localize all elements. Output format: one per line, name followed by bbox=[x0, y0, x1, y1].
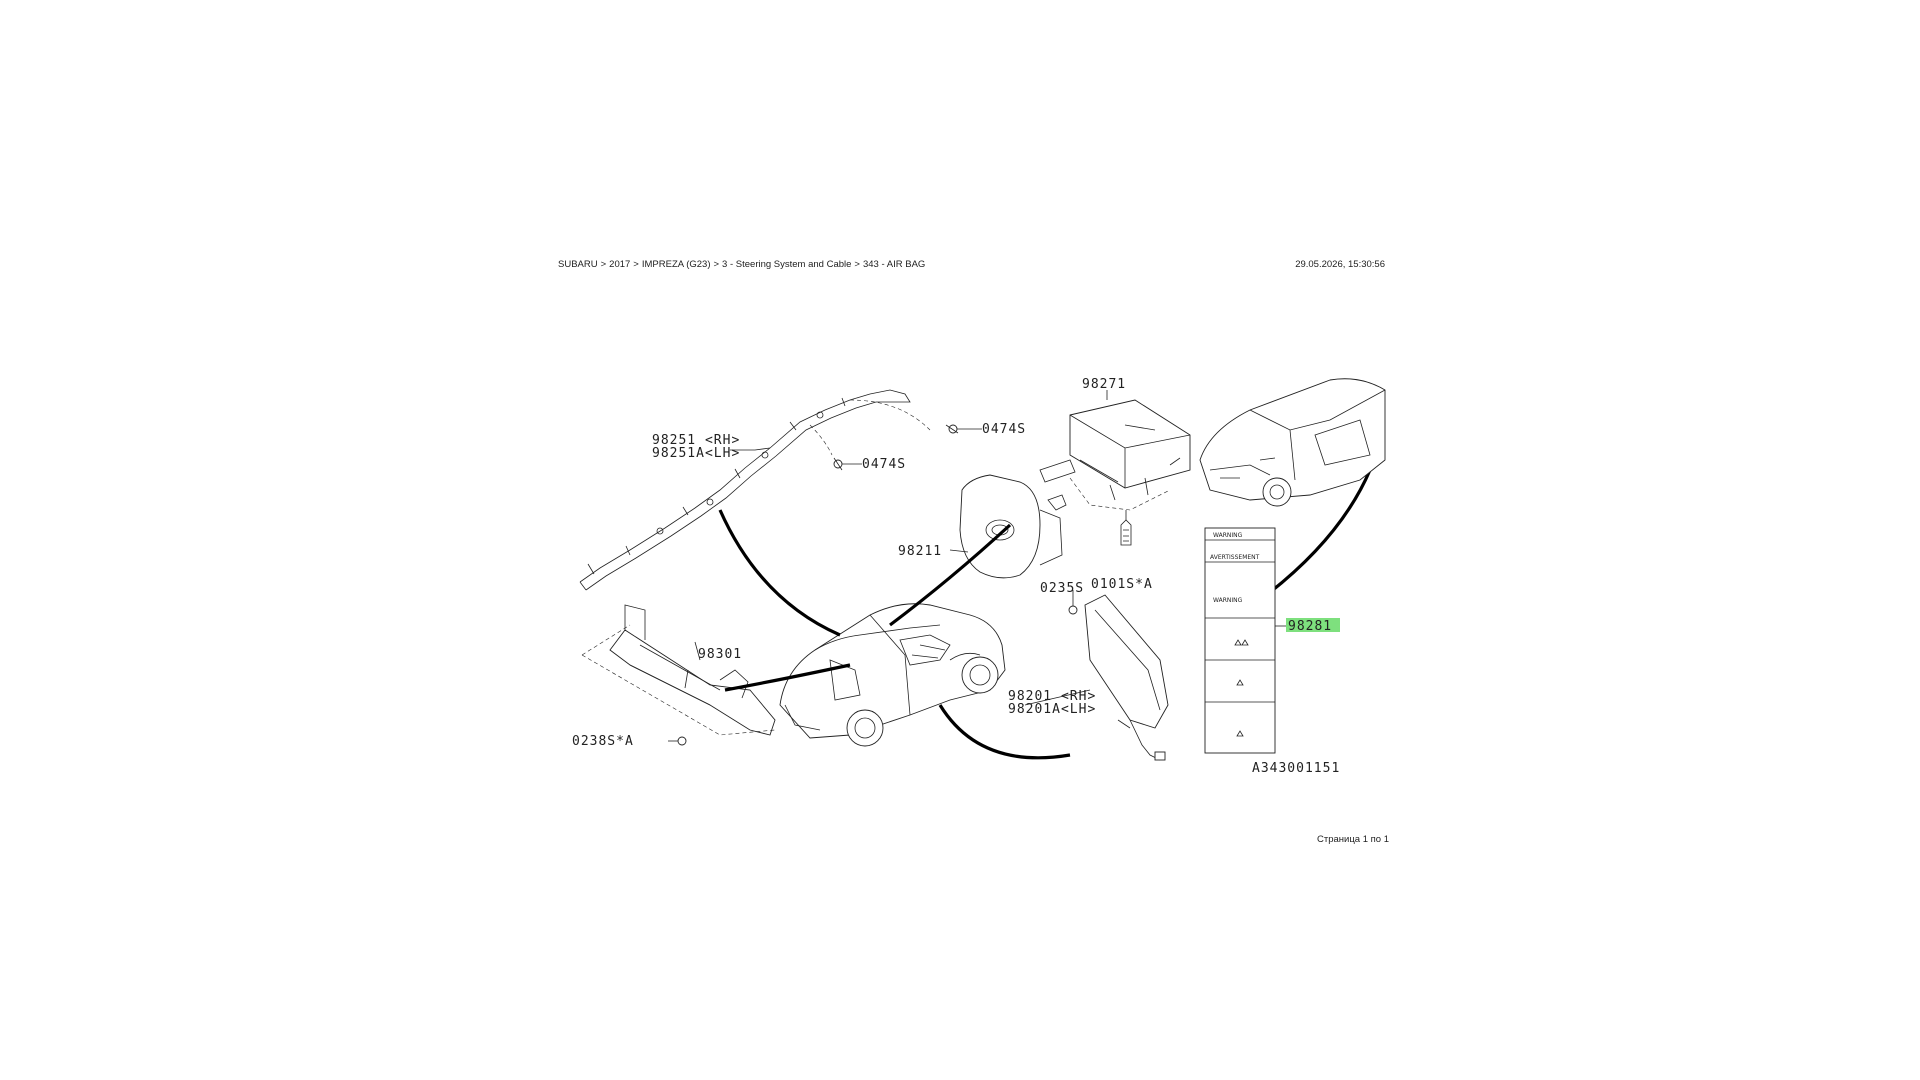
breadcrumb-separator: > bbox=[633, 259, 639, 270]
selected-part-highlight bbox=[1286, 618, 1340, 632]
part-label-98201a[interactable]: 98201A<LH> bbox=[1008, 702, 1096, 717]
label-warning-1: WARNING bbox=[1213, 532, 1243, 539]
driver-airbag-drawing bbox=[959, 474, 1067, 579]
breadcrumb-item-section: 343 - AIR BAG bbox=[862, 259, 926, 270]
label-warning-3: WARNING bbox=[1213, 597, 1243, 604]
breadcrumb-item-year[interactable]: 2017 bbox=[609, 259, 631, 270]
part-label-0474s-upper[interactable]: 0474S bbox=[982, 422, 1026, 437]
bolt-0101s bbox=[1120, 510, 1132, 546]
breadcrumb-separator: > bbox=[713, 259, 720, 270]
label-warning-2: AVERTISSEMENT bbox=[1210, 554, 1260, 561]
bolt-0474s-upper bbox=[945, 424, 982, 434]
bolt-0474s-lower bbox=[833, 457, 862, 471]
part-label-98201[interactable]: 98201 <RH> bbox=[1008, 689, 1096, 704]
vehicle-center-drawing bbox=[779, 603, 1006, 747]
part-label-0235s[interactable]: 0235S bbox=[1040, 581, 1084, 596]
part-label-98281[interactable]: 98281 bbox=[1288, 619, 1332, 634]
part-label-98271[interactable]: 98271 bbox=[1082, 377, 1126, 392]
breadcrumb-item-model[interactable]: IMPREZA (G23) bbox=[641, 259, 711, 270]
part-label-0238s[interactable]: 0238S*A bbox=[572, 734, 634, 749]
diagram-ref-code: A343001151 bbox=[1252, 761, 1340, 776]
part-label-98251a[interactable]: 98251A<LH> bbox=[652, 446, 740, 461]
warning-label-drawing: WARNING AVERTISSEMENT WARNING bbox=[1204, 527, 1288, 754]
vehicle-right-drawing bbox=[1199, 378, 1386, 507]
bolt-0235s bbox=[1068, 590, 1078, 615]
callout-curves bbox=[718, 469, 1372, 760]
print-timestamp: 29.05.2026, 15:30:56 bbox=[1295, 259, 1385, 270]
breadcrumb-item-group[interactable]: 3 - Steering System and Cable bbox=[722, 259, 852, 270]
knee-airbag-drawing bbox=[581, 604, 776, 736]
diagram-drawing: WARNING AVERTISSEMENT WARNING 98271 047 bbox=[572, 377, 1386, 776]
part-label-98211[interactable]: 98211 bbox=[898, 544, 942, 559]
breadcrumb-separator: > bbox=[600, 259, 607, 270]
page-counter: Страница 1 по 1 bbox=[1317, 834, 1389, 845]
curtain-airbag-drawing bbox=[579, 389, 931, 591]
passenger-airbag-drawing bbox=[1039, 399, 1191, 511]
bolt-0238s bbox=[668, 736, 687, 746]
breadcrumb: SUBARU>2017>IMPREZA (G23)>3 - Steering S… bbox=[558, 259, 925, 270]
side-airbag-drawing bbox=[1084, 594, 1169, 761]
part-label-0474s-lower[interactable]: 0474S bbox=[862, 457, 906, 472]
breadcrumb-item-make[interactable]: SUBARU bbox=[558, 259, 598, 270]
part-label-98301[interactable]: 98301 bbox=[698, 647, 742, 662]
breadcrumb-separator: > bbox=[854, 259, 860, 270]
part-label-98251[interactable]: 98251 <RH> bbox=[652, 433, 740, 448]
part-label-0101s[interactable]: 0101S*A bbox=[1091, 577, 1153, 592]
leader-lines bbox=[694, 390, 1108, 706]
airbag-parts-diagram: WARNING AVERTISSEMENT WARNING 98271 047 bbox=[570, 360, 1390, 780]
